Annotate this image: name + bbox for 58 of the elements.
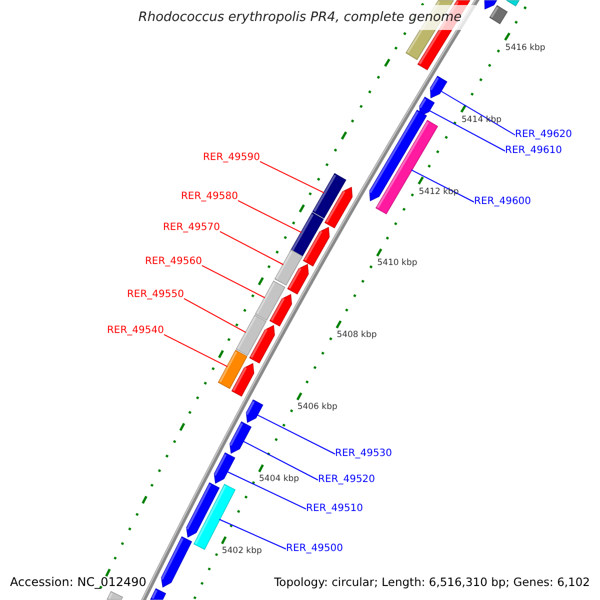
gene-label: RER_49510 [306, 503, 364, 515]
gene-bar [186, 482, 220, 538]
gene-label: RER_49580 [180, 191, 238, 203]
gene-bar [231, 363, 254, 397]
gene-bar [161, 536, 192, 588]
gene-label: RER_49590 [202, 152, 260, 164]
gene-bar [287, 264, 309, 294]
leader-line [428, 110, 506, 152]
leader-line [410, 169, 474, 202]
scale-label: 5416 kbp [505, 42, 546, 54]
gene-bar [376, 120, 438, 214]
gene-bar [430, 76, 448, 98]
gene-bar [249, 325, 275, 364]
gene-bar [150, 588, 166, 600]
gene-label: RER_49620 [515, 129, 572, 141]
scale-label: 5402 kbp [222, 545, 262, 558]
leader-line [256, 414, 336, 454]
gene-label: RER_49600 [474, 196, 532, 208]
leader-line [226, 471, 306, 510]
accession-label: Accession: NC_012490 [10, 576, 146, 588]
gene-bar [214, 452, 236, 484]
gene-bar [324, 186, 353, 228]
gene-bar [246, 399, 264, 423]
gene-label: RER_49500 [286, 543, 344, 555]
gene-bar [269, 294, 292, 327]
gene-bar [236, 314, 267, 356]
gene-label: RER_49530 [335, 448, 392, 460]
gene-label: RER_49550 [126, 289, 184, 301]
leader-line [184, 298, 246, 333]
gene-bar [274, 249, 303, 286]
leader-line [242, 440, 318, 480]
leader-line [164, 334, 228, 368]
gene-bar [302, 226, 330, 266]
gene-bar [489, 5, 508, 24]
gene-bar [254, 280, 286, 321]
leader-line [220, 231, 284, 266]
scale-label: 5410 kbp [377, 257, 418, 270]
gene-bar [218, 350, 248, 389]
leader-line [238, 200, 302, 233]
gene-label: RER_49540 [106, 325, 164, 337]
gene-bar [230, 421, 252, 454]
gene-bar [484, 0, 498, 10]
leader-line [218, 518, 286, 550]
leader-line [440, 90, 516, 136]
genome-info-label: Topology: circular; Length: 6,516,310 bp; Genes: 6,102 [274, 576, 590, 588]
scale-label: 5406 kbp [297, 401, 338, 414]
scale-label: 5404 kbp [259, 473, 300, 486]
scale-label: 5408 kbp [336, 329, 377, 342]
gene-label: RER_49610 [505, 145, 562, 157]
gene-bar [312, 173, 346, 218]
gene-label: RER_49520 [318, 474, 376, 486]
gene-bar [290, 212, 324, 259]
gene-label: RER_49560 [144, 256, 202, 268]
gene-bar [106, 591, 124, 600]
leader-line [202, 265, 266, 298]
leader-line [260, 161, 325, 194]
gene-label: RER_49570 [162, 222, 220, 234]
gene-bar [419, 96, 435, 116]
